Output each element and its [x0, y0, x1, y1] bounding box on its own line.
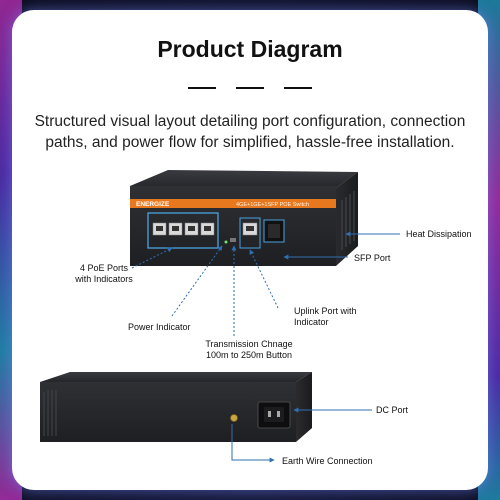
- label-heat-dissipation: Heat Dissipation: [406, 229, 472, 239]
- label-power-indicator: Power Indicator: [128, 322, 191, 332]
- label-poe-ports-line1: 4 PoE Ports: [79, 263, 129, 273]
- divider-dash: [236, 87, 264, 89]
- back-panel: [40, 382, 296, 442]
- label-uplink-line2: Indicator: [294, 317, 329, 327]
- back-side-face: [296, 372, 312, 442]
- label-earth-wire: Earth Wire Connection: [282, 456, 373, 466]
- label-transmission-line2: 100m to 250m Button: [205, 350, 293, 360]
- sfp-slot: [268, 224, 280, 238]
- label-sfp-port: SFP Port: [354, 253, 391, 263]
- product-diagram: ENERGIZE 4GE+1GE+1SFP POE Switch: [40, 170, 400, 463]
- brand-band: [130, 199, 336, 208]
- uplink-port-socket: [246, 226, 254, 231]
- page-subtitle: Structured visual layout detailing port …: [34, 113, 466, 151]
- dc-pin: [268, 411, 271, 417]
- poe-port-socket: [188, 226, 195, 231]
- poe-port-socket: [156, 226, 163, 231]
- poe-port-socket: [172, 226, 179, 231]
- poe-ports-pointer: [131, 247, 173, 269]
- dc-port-inner: [264, 407, 284, 422]
- divider-dash: [284, 87, 312, 89]
- poe-port-socket: [204, 226, 211, 231]
- page-title: Product Diagram: [157, 36, 343, 62]
- label-dc-port: DC Port: [376, 405, 409, 415]
- uplink-highlight: [239, 217, 261, 249]
- earth-wire-pointer: [231, 424, 275, 463]
- poe-ports: [152, 222, 215, 236]
- uplink-pointer: [249, 249, 279, 309]
- earth-screw: [230, 414, 238, 422]
- divider-dash: [188, 87, 216, 89]
- label-uplink: Uplink Port with Indicator: [294, 306, 357, 328]
- diagram-card: Product Diagram Structured visual layout…: [12, 10, 488, 490]
- power-indicator-led: [224, 240, 228, 244]
- dc-pin: [277, 411, 280, 417]
- transmission-button: [230, 238, 236, 242]
- label-transmission: Transmission Chnage 100m to 250m Button: [184, 339, 314, 361]
- brand-logo: ENERGIZE: [136, 201, 170, 208]
- switch-side-face: [336, 172, 358, 266]
- back-top-face: [40, 372, 312, 382]
- label-poe-ports: 4 PoE Ports with Indicators: [62, 263, 146, 285]
- annotation-lines: [131, 231, 400, 463]
- poe-ports-highlight: [147, 212, 219, 249]
- model-label: 4GE+1GE+1SFP POE Switch: [236, 202, 309, 208]
- title-divider: [188, 87, 312, 89]
- switch-top-face: [130, 170, 358, 188]
- label-uplink-line1: Uplink Port with: [294, 306, 357, 316]
- label-poe-ports-line2: with Indicators: [75, 274, 133, 284]
- label-transmission-line1: Transmission Chnage: [205, 339, 293, 349]
- switch-front-view: ENERGIZE 4GE+1GE+1SFP POE Switch: [130, 170, 358, 266]
- switch-back-view: [40, 372, 312, 442]
